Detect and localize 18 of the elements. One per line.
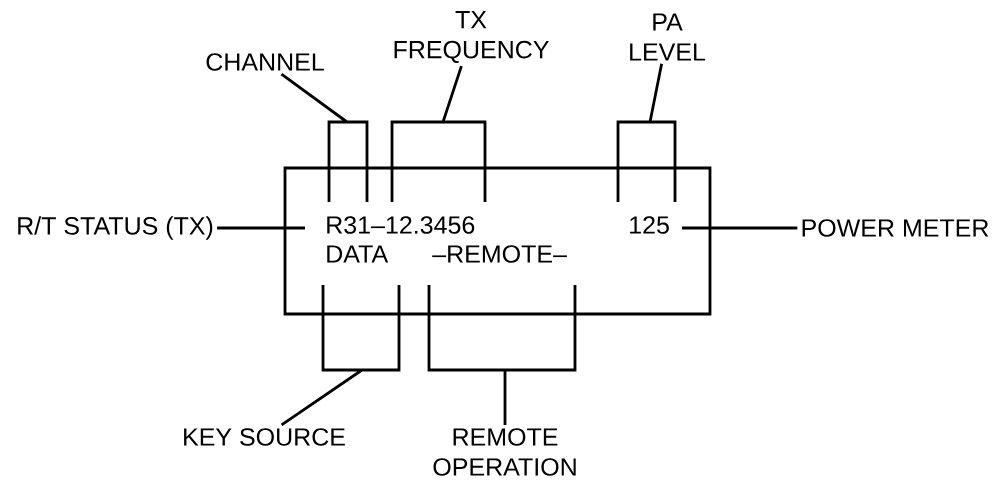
- leader-line: [217, 226, 305, 230]
- callout-label: CHANNEL: [206, 53, 324, 71]
- callout-label: KEY SOURCE: [184, 428, 345, 446]
- bracket-leader: [616, 62, 677, 204]
- callout-label: R/T STATUS (TX): [18, 216, 213, 240]
- display-readout: DATA: [327, 245, 389, 263]
- display-readout: 125: [630, 216, 669, 234]
- bracket-leader: [390, 64, 487, 204]
- callout-label: REMOTE OPERATION: [433, 428, 576, 476]
- callout-label: PA LEVEL: [630, 13, 706, 61]
- callout-label: POWER METER: [802, 219, 989, 237]
- bracket-leader: [280, 283, 401, 427]
- callout-label: TX FREQUENCY: [394, 11, 549, 63]
- display-readout: –REMOTE–: [432, 245, 567, 263]
- leader-line: [682, 226, 798, 230]
- bracket-leader: [280, 72, 369, 204]
- display-readout: R31–12.3456: [327, 216, 475, 234]
- bracket-leader: [427, 283, 577, 427]
